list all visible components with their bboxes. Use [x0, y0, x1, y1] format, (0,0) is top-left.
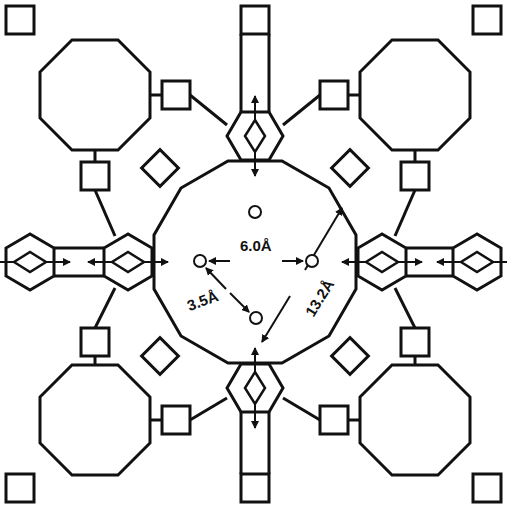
dimension-label: 13.2Å [301, 275, 338, 321]
dimension-label: 3.5Å [183, 287, 222, 315]
dimension-label: 6.0Å [238, 238, 274, 255]
